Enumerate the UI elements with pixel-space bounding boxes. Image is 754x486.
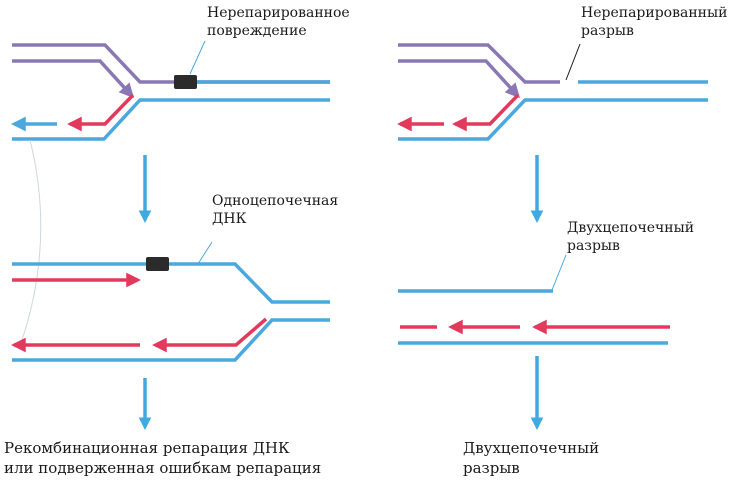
dsb-label-line1: Двухцепочечный	[567, 220, 694, 236]
parental-strand-bottom	[12, 98, 330, 141]
right-caption-line1: Двухцепочечный	[463, 439, 599, 457]
left-caption-line1: Рекомбинационная репарация ДНК	[4, 439, 290, 457]
lesion-block	[146, 257, 169, 271]
nascent-strand-leading	[152, 317, 268, 353]
parental-strand-top-inner	[12, 59, 134, 99]
parental-strand-bottom	[12, 318, 330, 362]
dsb-leader-line	[551, 254, 567, 291]
right-caption-line2: разрыв	[463, 459, 520, 477]
unrepaired-nick-label-line1: Нерепарированный	[581, 5, 727, 21]
parental-strand-top-inner	[398, 59, 520, 99]
single-strand-dna-label-line2: ДНК	[212, 211, 247, 227]
unrepaired-lesion-label-line2: повреждение	[207, 23, 307, 39]
nascent-strand-leading	[452, 93, 520, 132]
parental-strand-top	[12, 262, 330, 304]
left-caption-line2: или подверженная ошибкам репарация	[4, 459, 321, 477]
right-broken-fork: Двухцепочечный разрыв	[398, 220, 694, 345]
parental-strand-top	[12, 43, 330, 84]
unrepaired-lesion-label-line1: Нерепарированное	[207, 5, 350, 21]
nascent-strand-leading	[67, 93, 135, 132]
unrepaired-nick-label-line2: разрыв	[581, 23, 634, 39]
dsb-label-line2: разрыв	[567, 238, 620, 254]
ssdna-leader-line	[197, 241, 213, 265]
lesion-leader-line	[189, 40, 206, 75]
lesion-block	[174, 75, 197, 89]
right-top-fork: Нерепарированный разрыв	[397, 5, 727, 141]
guide-curve	[21, 139, 42, 341]
single-strand-dna-label-line1: Одноцепочечная	[212, 193, 338, 209]
left-top-fork: Нерепарированное повреждение	[11, 5, 350, 141]
parental-strand-bottom	[398, 98, 708, 141]
nick-leader-line	[565, 43, 581, 81]
left-bottom-fork: Одноцепочечная ДНК	[11, 193, 338, 362]
parental-strand-top	[398, 43, 560, 84]
